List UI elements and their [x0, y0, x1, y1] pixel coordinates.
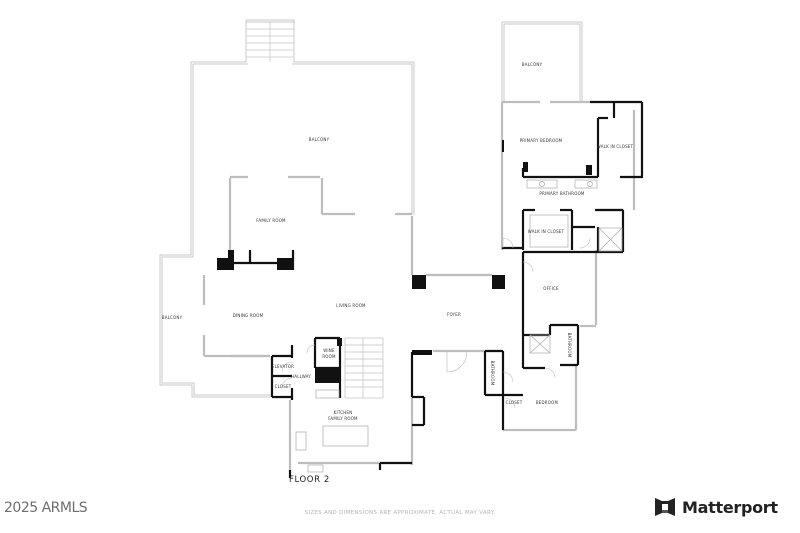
label-closet-left: CLOSET: [275, 384, 292, 389]
label-family-room: FAMILY ROOM: [256, 218, 286, 223]
label-balcony-right: BALCONY: [522, 62, 543, 67]
label-kitchen-line2: FAMILY ROOM: [328, 416, 358, 421]
balcony-outlines: [159, 19, 583, 398]
floor-label: FLOOR 2: [289, 475, 330, 485]
label-hallway: HALLWAY: [291, 374, 311, 379]
room-labels: BALCONY BALCONY BALCONY PRIMARY BEDROOM …: [162, 62, 634, 421]
label-office: OFFICE: [543, 286, 559, 291]
label-foyer: FOYER: [447, 312, 461, 317]
brand-name: Matterport: [682, 497, 778, 517]
label-dining-room: DINING ROOM: [233, 313, 264, 318]
label-primary-bedroom: PRIMARY BEDROOM: [520, 138, 563, 143]
solid-walls: [230, 100, 644, 478]
label-walk-in-closet-primary: WALK IN CLOSET: [597, 144, 634, 149]
matterport-logo-icon: [655, 498, 675, 516]
label-walk-in-closet: WALK IN CLOSET: [528, 229, 565, 234]
label-bedroom: BEDROOM: [536, 400, 559, 405]
copyright-watermark: 2025 ARMLS: [4, 500, 88, 516]
label-balcony-top: BALCONY: [309, 137, 330, 142]
label-primary-bathroom: PRIMARY BATHROOM: [539, 191, 584, 196]
columns: [217, 140, 592, 383]
label-balcony-left: BALCONY: [162, 315, 183, 320]
door-swings: [281, 237, 591, 409]
top-stairs: [246, 22, 294, 62]
interior-stairs: [344, 337, 384, 399]
label-bathroom-small: BATHROOM: [490, 361, 495, 386]
label-wine-room-line2: ROOM: [322, 354, 336, 359]
fixtures: [295, 179, 623, 473]
label-elevator: ELEVATOR: [272, 364, 294, 369]
label-kitchen-line1: KITCHEN: [334, 410, 353, 415]
label-bathroom-right: BATHROOM: [567, 333, 572, 358]
label-living-room: LIVING ROOM: [336, 303, 366, 308]
disclaimer-text: SIZES AND DIMENSIONS ARE APPROXIMATE, AC…: [304, 510, 496, 516]
window-walls: [202, 100, 636, 470]
label-wine-room-line1: WINE: [323, 348, 335, 353]
matterport-brand: Matterport: [654, 497, 778, 517]
label-closet-right: CLOSET: [506, 400, 523, 405]
